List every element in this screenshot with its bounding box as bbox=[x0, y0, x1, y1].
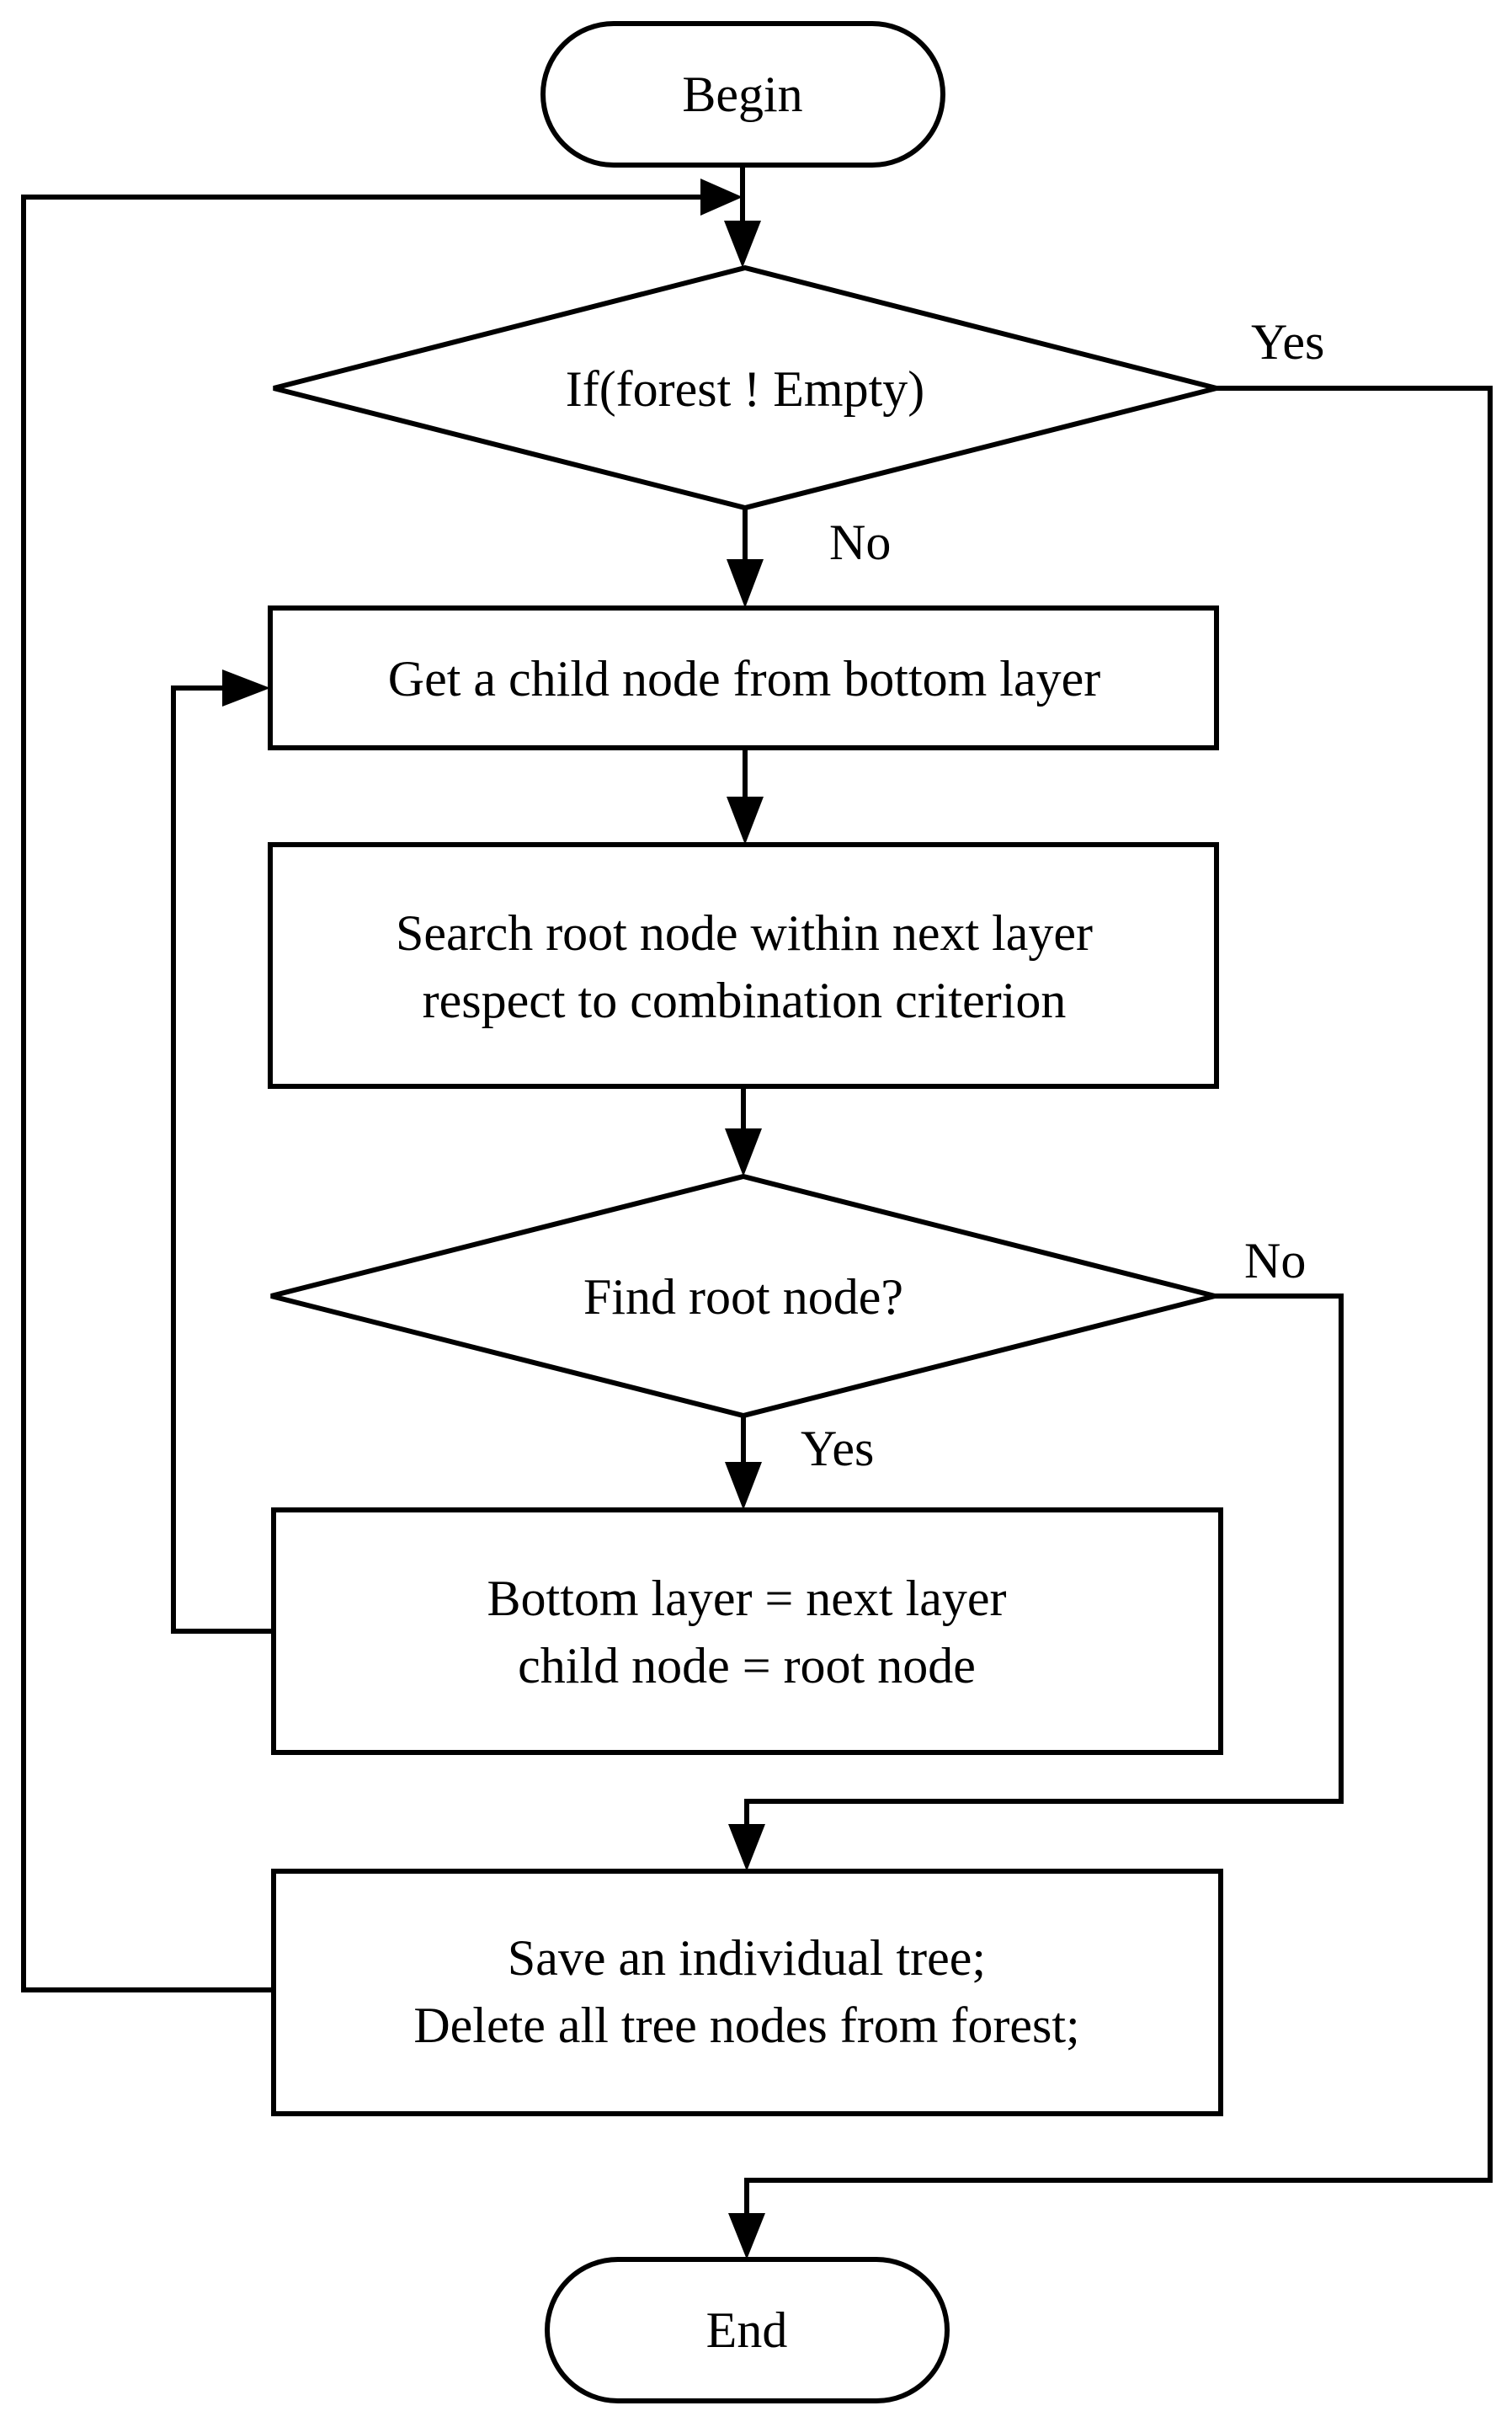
arrow-search-to-find bbox=[725, 1086, 762, 1176]
find-root-node-decision: Find root node? bbox=[270, 1173, 1216, 1419]
get-child-node-process: Get a child node from bottom layer bbox=[268, 605, 1219, 750]
edge-label-find-root-no: No bbox=[1244, 1233, 1306, 1288]
arrow-decision-no-to-get-child bbox=[727, 508, 764, 608]
end-label: End bbox=[706, 2302, 788, 2358]
update-layer-line-1: Bottom layer = next layer bbox=[487, 1571, 1007, 1626]
arrow-begin-to-decision bbox=[724, 165, 761, 268]
arrow-find-yes-to-update bbox=[725, 1416, 762, 1510]
edge-label-find-root-yes: Yes bbox=[801, 1421, 874, 1476]
arrow-get-child-to-search bbox=[727, 748, 764, 845]
loop-back-update-to-get-child bbox=[171, 669, 274, 1634]
save-tree-line-1: Save an individual tree; bbox=[508, 1930, 986, 1986]
search-root-line-1: Search root node within next layer bbox=[396, 905, 1093, 961]
if-forest-empty-label: If(forest ! Empty) bbox=[566, 361, 925, 417]
search-root-line-2: respect to combination criterion bbox=[423, 973, 1067, 1028]
update-layer-process: Bottom layer = next layer child node = r… bbox=[271, 1507, 1223, 1755]
edge-label-forest-empty-no: No bbox=[829, 515, 891, 570]
loop-back-save-to-decision bbox=[21, 179, 743, 1992]
path-decision-yes-to-end bbox=[728, 386, 1493, 2259]
begin-label: Begin bbox=[682, 67, 802, 122]
search-root-node-process: Search root node within next layer respe… bbox=[268, 842, 1219, 1089]
save-tree-process: Save an individual tree; Delete all tree… bbox=[271, 1869, 1223, 2116]
begin-terminal: Begin bbox=[540, 21, 945, 168]
get-child-node-label: Get a child node from bottom layer bbox=[388, 651, 1100, 707]
edge-label-forest-empty-yes: Yes bbox=[1251, 314, 1324, 370]
path-find-no-to-save bbox=[728, 1294, 1344, 1871]
end-terminal: End bbox=[545, 2257, 950, 2403]
if-forest-empty-decision: If(forest ! Empty) bbox=[273, 264, 1217, 511]
update-layer-line-2: child node = root node bbox=[518, 1638, 976, 1694]
find-root-node-label: Find root node? bbox=[583, 1269, 903, 1325]
save-tree-line-2: Delete all tree nodes from forest; bbox=[413, 1998, 1079, 2053]
